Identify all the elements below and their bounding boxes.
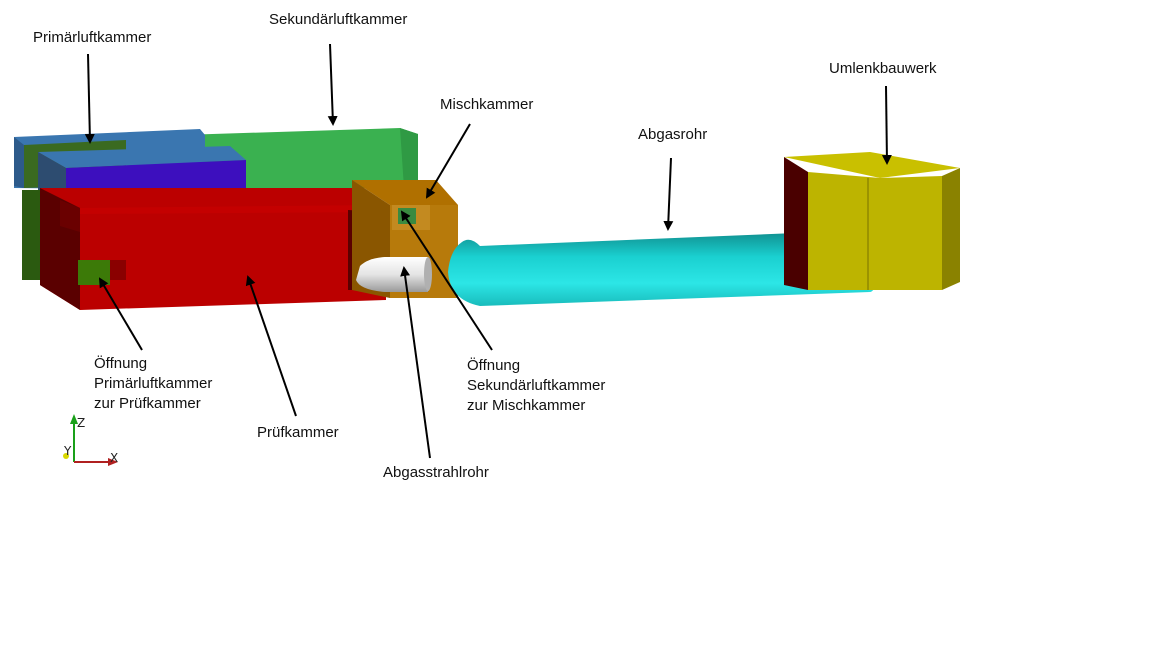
label-oeffnung-sekundaer: Öffnung Sekundärluftkammer zur Mischkamm… <box>467 356 605 416</box>
label-umlenkbauwerk: Umlenkbauwerk <box>829 60 937 77</box>
arrow-oeffnung-primaer <box>98 277 143 351</box>
arrow-oeffnung-sekundaer <box>400 210 493 351</box>
label-sekundaerluftkammer: Sekundärluftkammer <box>269 11 408 28</box>
label-oeffnung-sekundaer-line-1: Öffnung <box>467 357 521 374</box>
pruefkammer-block <box>40 188 386 310</box>
label-pruefkammer: Prüfkammer <box>257 424 339 441</box>
arrow-pruefkammer <box>245 275 297 417</box>
label-oeffnung-primaer-line-3: zur Prüfkammer <box>94 395 201 412</box>
axis-x-label: X <box>110 451 118 465</box>
label-primaerluftkammer: Primärluftkammer <box>33 29 152 46</box>
arrow-mischkammer <box>425 123 471 199</box>
label-oeffnung-sekundaer-line-2: Sekundärluftkammer <box>467 377 606 394</box>
label-oeffnung-primaer: Öffnung Primärluftkammer zur Prüfkammer <box>94 354 212 414</box>
axis-triad: Z Y X <box>63 414 118 466</box>
arrow-sekundaerluftkammer <box>327 43 338 126</box>
arrow-umlenkbauwerk <box>881 85 892 165</box>
label-oeffnung-primaer-line-2: Primärluftkammer <box>94 375 213 392</box>
abgasstrahlrohr-shape <box>356 257 432 292</box>
axis-z-label: Z <box>77 416 85 430</box>
primaerluftkammer-block <box>14 129 246 280</box>
arrow-abgasstrahlrohr <box>400 266 431 459</box>
arrow-primaerluftkammer <box>84 53 95 144</box>
label-oeffnung-sekundaer-line-3: zur Mischkammer <box>467 397 586 414</box>
umlenkbauwerk-block <box>784 152 960 290</box>
label-abgasrohr: Abgasrohr <box>638 126 708 143</box>
label-oeffnung-primaer-line-1: Öffnung <box>94 355 148 372</box>
label-mischkammer: Mischkammer <box>440 96 534 113</box>
label-abgasstrahlrohr: Abgasstrahlrohr <box>383 464 489 481</box>
primaer-opening <box>78 260 126 285</box>
arrow-abgasrohr <box>663 157 674 231</box>
axis-y-label: Y <box>63 444 72 458</box>
